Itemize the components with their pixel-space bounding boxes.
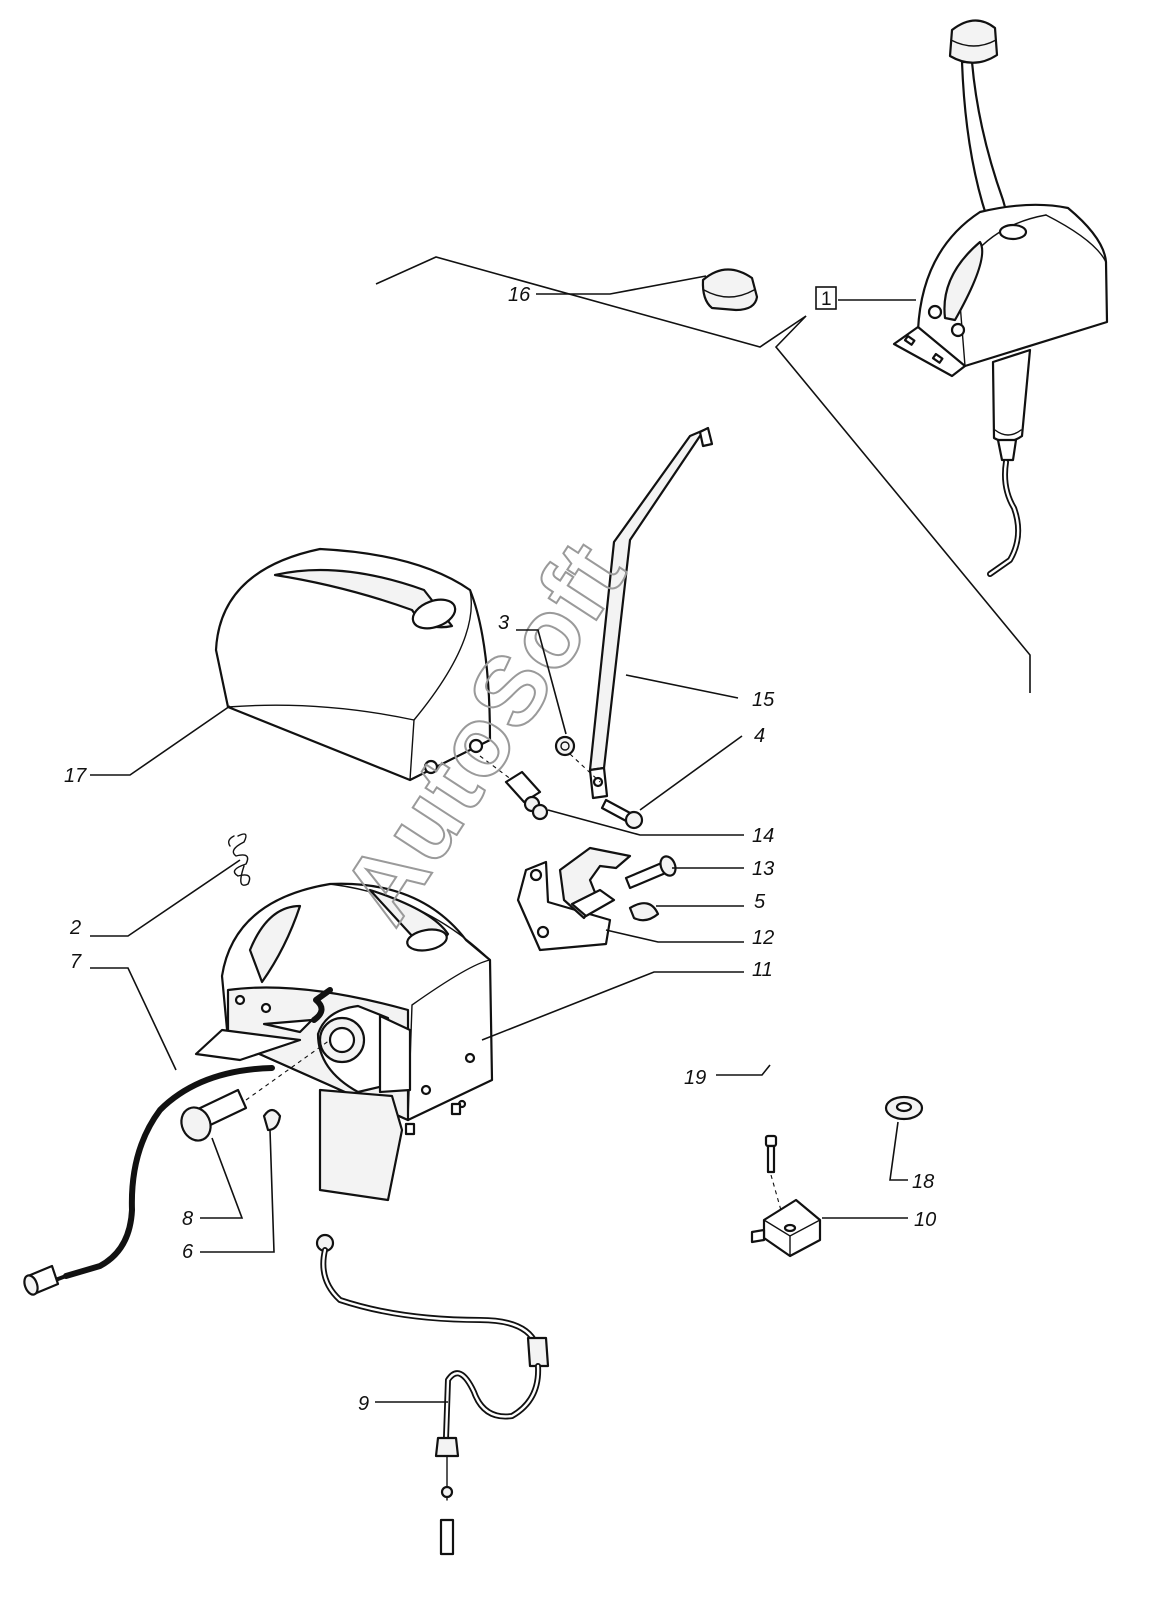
callout-10: 10: [914, 1209, 936, 1231]
part-8-pin: [180, 1088, 248, 1142]
part-6-clip: [262, 1108, 282, 1132]
part-18-washer: [884, 1095, 924, 1121]
callout-18: 18: [912, 1171, 934, 1193]
callout-15: 15: [752, 689, 775, 711]
callout-13: 13: [752, 858, 774, 880]
callout-1-box: [815, 286, 837, 310]
part-10-switch: [750, 1198, 822, 1258]
callout-16: 16: [508, 284, 531, 306]
part-15-lever: [588, 426, 714, 800]
callout-11: 11: [752, 959, 773, 981]
part-7-harness: [23, 987, 333, 1296]
callout-14: 14: [752, 825, 774, 847]
callout-2: 2: [69, 917, 81, 939]
part-5-washer: [628, 902, 660, 922]
part-16-knob: [701, 268, 759, 312]
callout-7: 7: [70, 951, 82, 973]
part-11-housing: [194, 882, 494, 1202]
callout-5: 5: [754, 891, 766, 913]
part-1-shifter-assembly: [892, 19, 1109, 577]
part-19-screw: [764, 1134, 778, 1174]
callout-3: 3: [498, 612, 509, 634]
callout-9: 9: [358, 1393, 369, 1415]
part-14-pin: [504, 770, 549, 821]
callout-19: 19: [684, 1067, 706, 1089]
part-2-spring: [227, 833, 251, 886]
part-13-bolt: [624, 855, 677, 890]
callout-8: 8: [182, 1208, 193, 1230]
assembly-bracket: [375, 256, 1031, 693]
part-4-bolt: [600, 798, 644, 830]
part-3-nut: [554, 735, 576, 757]
callout-12: 12: [752, 927, 774, 949]
callout-1: 1: [821, 289, 832, 310]
part-17-cover: [214, 547, 492, 782]
part-12-bracket: [516, 846, 632, 952]
callout-6: 6: [182, 1241, 194, 1263]
part-9-cable: [315, 1233, 550, 1556]
callout-17: 17: [64, 765, 87, 787]
callout-4: 4: [754, 725, 765, 747]
callout-leaders: [90, 275, 916, 1403]
